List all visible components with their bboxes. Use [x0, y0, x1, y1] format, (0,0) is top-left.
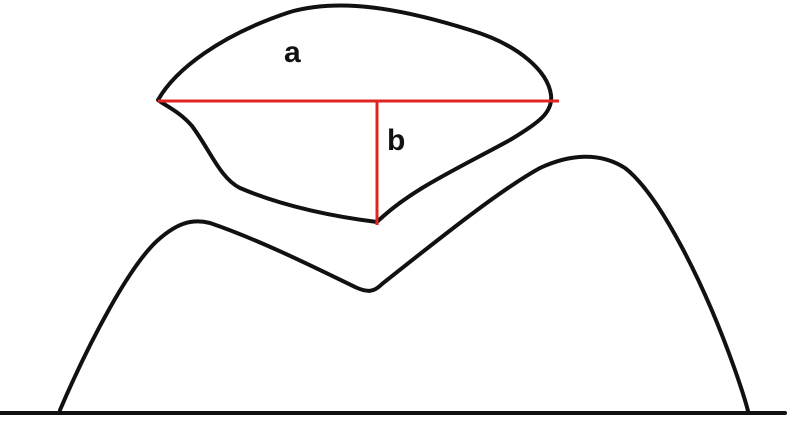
lower-shape [58, 154, 750, 413]
upper-shape [156, 3, 554, 224]
label-a: a [284, 36, 301, 69]
label-b: b [387, 124, 405, 157]
